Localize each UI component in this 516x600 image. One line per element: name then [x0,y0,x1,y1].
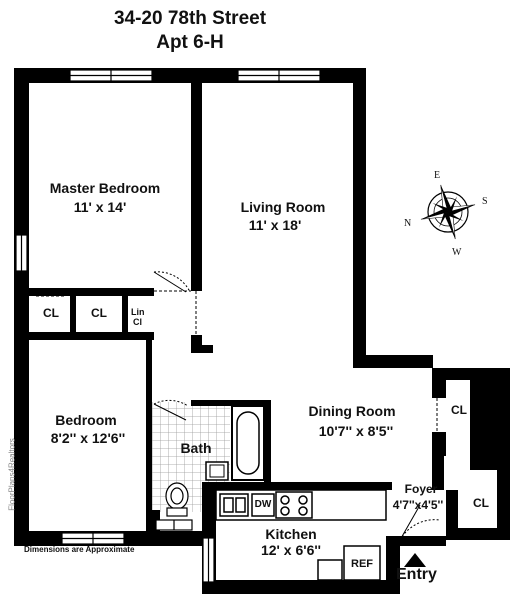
dining-room-label: Dining Room [308,403,396,419]
credit-watermark: FloorPlans4Realtors [7,438,17,511]
closet-label-1: CL [43,306,59,320]
linen-closet-label-line2: Cl [133,317,142,327]
compass-w-label: W [452,247,462,258]
compass-s-label: S [482,196,488,207]
address-line-2: Apt 6-H [156,32,224,53]
kitchen-label: Kitchen [265,526,317,542]
dimensions-disclaimer: Dimensions are Approximate [24,545,135,554]
kitchen-dims: 12' x 6'6'' [260,542,322,558]
entry-arrow [404,553,426,567]
dining-room-dims: 10'7'' x 8'5'' [318,423,394,439]
foyer-label: Foyer [404,482,438,496]
master-bedroom-label: Master Bedroom [49,180,161,196]
bath-sink [205,461,229,481]
foyer-closet-label: CL [473,496,489,510]
compass-e-label: E [434,170,441,181]
foyer-dims: 4'7''x4'5'' [392,498,444,512]
master-bedroom-dims: 11' x 14' [73,199,127,215]
interior-walls [29,83,392,532]
closet-label-2: CL [91,306,107,320]
dishwasher-label: DW [254,499,272,510]
refrigerator-label: REF [351,558,373,570]
living-room-dims: 11' x 18' [248,217,302,233]
bedroom-label: Bedroom [55,412,117,428]
kitchen-counter [215,489,387,581]
bathtub [231,405,265,481]
living-room-label: Living Room [240,199,326,215]
toilet [165,482,189,517]
linen-closet-label-line1: Lin [131,307,145,317]
compass-rose-icon [420,184,476,240]
bath-label: Bath [180,440,212,456]
compass-n-label: N [404,218,412,229]
entry-label: Entry [396,566,437,583]
door-swings [153,271,441,541]
dining-closet-label: CL [451,403,467,417]
bedroom-dims: 8'2'' x 12'6'' [50,430,126,446]
address-line-1: 34-20 78th Street [113,8,267,29]
windows [15,69,321,583]
